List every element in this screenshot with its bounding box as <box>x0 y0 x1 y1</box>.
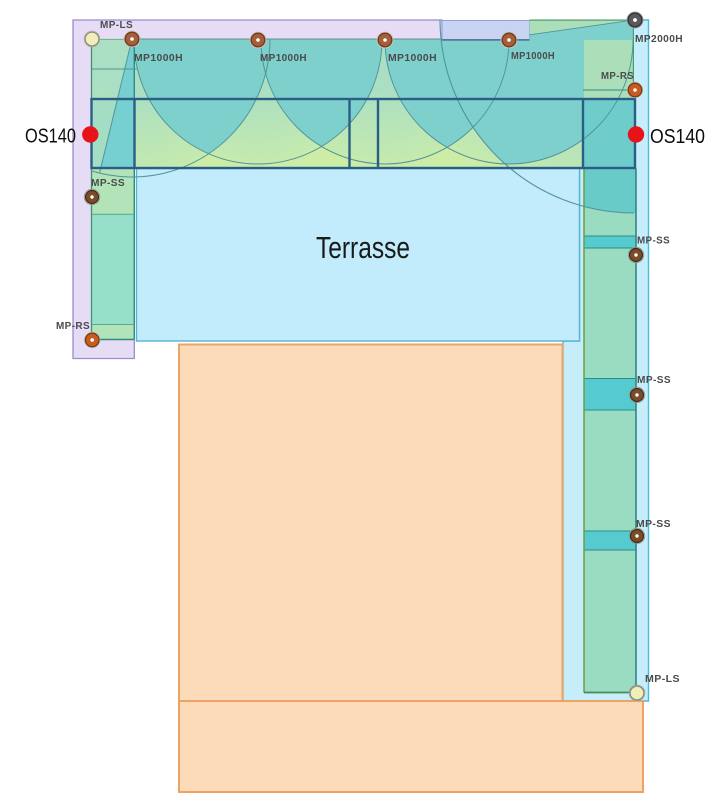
svg-text:MP-SS: MP-SS <box>637 375 671 386</box>
svg-text:MP1000H: MP1000H <box>134 53 183 64</box>
svg-text:MP-SS: MP-SS <box>91 178 125 189</box>
svg-text:MP-SS: MP-SS <box>637 236 670 247</box>
svg-text:MP-RS: MP-RS <box>601 71 634 82</box>
svg-text:MP2000H: MP2000H <box>635 34 683 45</box>
svg-text:OS140: OS140 <box>25 126 76 148</box>
svg-text:Terrasse: Terrasse <box>316 230 410 265</box>
svg-text:OS140: OS140 <box>650 126 705 148</box>
svg-text:MP-LS: MP-LS <box>100 20 133 31</box>
svg-text:MP1000H: MP1000H <box>511 51 555 62</box>
svg-text:MP1000H: MP1000H <box>388 53 437 64</box>
svg-text:MP-LS: MP-LS <box>645 674 680 685</box>
svg-text:MP-SS: MP-SS <box>636 519 671 530</box>
svg-text:MP-RS: MP-RS <box>56 321 90 332</box>
svg-text:MP1000H: MP1000H <box>260 53 307 64</box>
